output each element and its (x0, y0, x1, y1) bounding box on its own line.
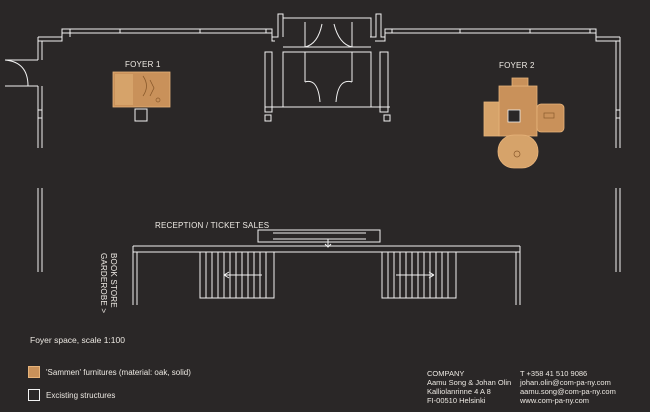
company-heading: COMPANY (427, 369, 465, 378)
foyer2-label: FOYER 2 (499, 61, 535, 70)
reception-label: RECEPTION / TICKET SALES (155, 221, 269, 230)
contact-phone: T +358 41 510 9086 (520, 369, 588, 378)
oak-swatch (28, 366, 40, 378)
outline-swatch (28, 389, 40, 401)
company-city: FI-00510 Helsinki (427, 396, 486, 405)
bookstore-label: BOOK STORE (109, 253, 118, 308)
foyer1-label: FOYER 1 (125, 60, 161, 69)
contact-website[interactable]: www.com-pa-ny.com (520, 396, 590, 405)
foyer1-furniture (112, 71, 171, 122)
contact-block: T +358 41 510 9086 johan.olin@com-pa-ny.… (520, 369, 616, 405)
scale-caption: Foyer space, scale 1:100 (30, 335, 125, 345)
contact-email-johan[interactable]: johan.olin@com-pa-ny.com (520, 378, 611, 387)
existing-structures (4, 13, 621, 305)
foyer2-furniture (483, 77, 565, 169)
company-block: COMPANY Aamu Song & Johan Olin Kalliolan… (427, 369, 511, 405)
company-name: Aamu Song & Johan Olin (427, 378, 512, 387)
legend-furniture: 'Sammen' furnitures (material: oak, soli… (28, 366, 191, 378)
legend-existing-label: Excisting structures (46, 390, 116, 400)
legend-furniture-label: 'Sammen' furnitures (material: oak, soli… (46, 367, 191, 377)
garderobe-label: GARDEROBE > (99, 253, 108, 313)
contact-email-aamu[interactable]: aamu.song@com-pa-ny.com (520, 387, 616, 396)
legend-existing: Excisting structures (28, 389, 115, 401)
company-street: Kalliolanrinne 4 A 8 (427, 387, 491, 396)
